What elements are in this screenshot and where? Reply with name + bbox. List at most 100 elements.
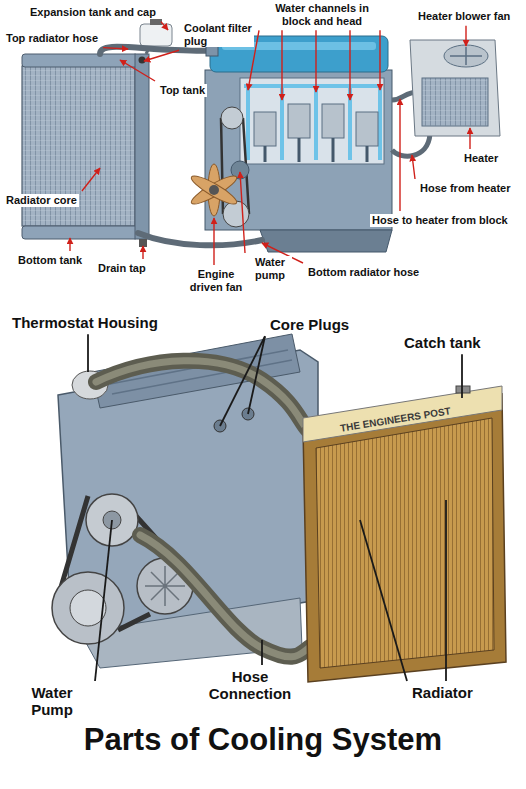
leader-line <box>461 354 463 398</box>
drain-tap <box>139 239 147 247</box>
label-anchor: Catch tank <box>402 334 483 352</box>
heater <box>392 40 500 156</box>
leader-line <box>87 334 89 372</box>
oil-pan <box>260 230 392 252</box>
crank-pulley <box>223 201 249 227</box>
leader-line <box>161 22 168 30</box>
part-label: Bottom tank <box>16 254 84 267</box>
crank-pulley <box>52 572 124 644</box>
leader-line <box>465 26 466 46</box>
label-anchor: Top radiator hose <box>4 28 100 46</box>
leader-line <box>103 48 128 49</box>
part-label: Coolant filter plug <box>182 22 254 47</box>
part-label: Water Pump <box>12 684 92 719</box>
label-anchor: Radiator core <box>4 190 79 208</box>
label-anchor: Bottom radiator hose <box>306 262 421 280</box>
part-label: Drain tap <box>96 262 148 275</box>
label-anchor: Heater blower fan <box>416 6 512 24</box>
heater-box <box>410 40 500 136</box>
leader-line <box>69 238 70 251</box>
top-engine <box>188 36 392 252</box>
label-anchor: Thermostat Housing <box>10 314 160 332</box>
fan <box>188 164 239 216</box>
part-label: Hose Connection <box>195 668 305 703</box>
part-label: Catch tank <box>402 334 483 351</box>
leader-line <box>261 640 263 665</box>
leader-line <box>379 30 380 90</box>
part-label: Water channels in block and head <box>262 2 382 27</box>
piston <box>288 104 310 138</box>
title-anchor: Parts of Cooling System <box>0 722 526 758</box>
fan-blade <box>188 172 239 208</box>
upper-hose-shine <box>96 361 316 434</box>
engine-block <box>58 350 318 640</box>
piston <box>254 112 276 146</box>
radiator-cap <box>456 386 470 393</box>
leader-line <box>315 30 316 92</box>
label-anchor: Core Plugs <box>268 316 351 334</box>
watermark: THE ENGINEERS POST <box>337 405 453 434</box>
bottom-radiator <box>303 386 506 682</box>
tank-cap <box>150 19 162 25</box>
radiator-core <box>316 418 494 668</box>
part-label: Top radiator hose <box>4 32 100 45</box>
label-anchor: Expansion tank and cap <box>28 2 158 20</box>
bottom-tank <box>22 226 138 239</box>
label-anchor: Hose to heater from block <box>370 210 510 228</box>
label-anchor: Bottom tank <box>16 250 84 268</box>
leader-line <box>95 520 112 681</box>
label-anchor: Water pump <box>248 256 292 283</box>
label-anchor: Hose from heater <box>418 178 512 196</box>
leader-line <box>213 218 214 265</box>
label-anchor: Radiator <box>410 684 475 702</box>
part-label: Water pump <box>248 256 292 281</box>
con-rods <box>265 138 367 162</box>
leader-line <box>144 50 179 61</box>
part-label: Top tank <box>158 84 207 97</box>
label-anchor: Heater <box>462 148 500 166</box>
leader-line <box>360 520 407 681</box>
leader-line <box>399 99 400 211</box>
leader-line <box>240 172 245 253</box>
part-label: Hose from heater <box>418 182 512 195</box>
bottom-engine <box>52 334 318 668</box>
label-anchor: Coolant filter plug <box>182 22 254 49</box>
radiator-top-band <box>303 386 502 442</box>
part-label: Engine driven fan <box>183 268 249 293</box>
label-anchor: Water Pump <box>12 684 92 719</box>
part-label: Hose to heater from block <box>370 214 510 227</box>
top-hose <box>100 47 214 54</box>
label-anchor: Engine driven fan <box>183 268 249 295</box>
leader-line <box>120 60 155 81</box>
label-anchor: THE ENGINEERS POST <box>337 400 454 436</box>
leader-line <box>445 500 447 681</box>
leader-line <box>248 336 265 414</box>
pump-pulley <box>221 107 243 129</box>
leader-line <box>82 168 100 191</box>
leader-line <box>412 155 415 179</box>
label-anchor: Water channels in block and head <box>262 2 382 29</box>
fan-blade <box>188 172 239 208</box>
part-label: Heater blower fan <box>416 10 512 23</box>
leader-line <box>220 336 265 426</box>
leader-line <box>142 246 143 259</box>
upper-hose <box>96 361 316 434</box>
top-radiator <box>22 54 149 247</box>
part-label: Heater <box>462 152 500 165</box>
lower-hose <box>140 535 312 657</box>
part-label: Bottom radiator hose <box>306 266 421 279</box>
side-tank <box>135 54 149 239</box>
part-label: Radiator <box>410 684 475 701</box>
part-label: Thermostat Housing <box>10 314 160 331</box>
leader-line <box>281 30 282 100</box>
part-label: Expansion tank and cap <box>28 6 158 19</box>
filter-plug <box>139 57 146 64</box>
heater-core <box>422 78 488 126</box>
heater-hose-out <box>392 134 430 156</box>
part-label: Core Plugs <box>268 316 351 333</box>
engine-block <box>205 70 392 230</box>
diagram-title: Parts of Cooling System <box>82 722 444 758</box>
label-anchor: Top tank <box>158 80 207 98</box>
